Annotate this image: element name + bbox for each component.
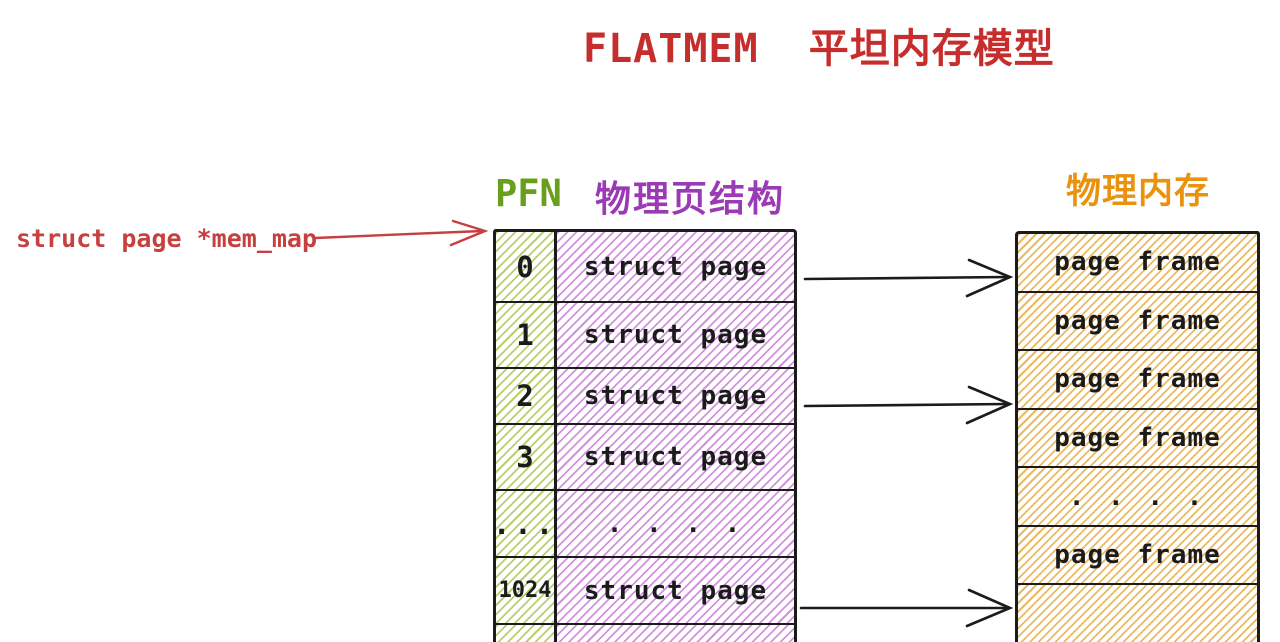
pfn-cell: ... xyxy=(493,491,557,556)
mapping-arrow-icon xyxy=(803,385,1014,425)
mem-map-arrow-icon xyxy=(313,219,489,247)
table-row: 3 struct page xyxy=(496,425,794,491)
table-row: 1 struct page xyxy=(496,303,794,369)
mapping-arrow-icon xyxy=(803,258,1014,298)
pfn-cell: 0 xyxy=(496,232,557,301)
page-frame-cell: page frame xyxy=(1018,351,1257,410)
table-row: ... . . . . xyxy=(493,491,794,558)
table-row: 2 struct page xyxy=(496,369,794,425)
struct-page-cell: struct page xyxy=(557,558,794,623)
table-row: 0 struct page xyxy=(496,232,794,303)
page-frame-cell: page frame xyxy=(1018,526,1257,586)
pfn-cell: 3 xyxy=(496,425,557,489)
mem-map-label: struct page *mem_map xyxy=(16,224,318,253)
page-frame-cell: page frame xyxy=(1018,234,1257,293)
physical-memory-header: 物理内存 xyxy=(1066,172,1211,212)
pfn-cell xyxy=(496,625,557,642)
struct-page-cell: struct page xyxy=(557,303,794,367)
page-frame-cell: page frame xyxy=(1018,292,1257,352)
pfn-cell: 2 xyxy=(496,369,557,423)
table-row: 1024 struct page xyxy=(496,558,794,625)
pfn-cell: 1024 xyxy=(496,558,557,623)
page-struct-table: 0 struct page 1 struct page 2 struct pag… xyxy=(493,229,797,642)
table-row xyxy=(496,625,794,642)
pfn-header: PFN xyxy=(495,172,562,215)
physical-memory-table: page frame page frame page frame page fr… xyxy=(1015,231,1260,642)
page-struct-header: 物理页结构 xyxy=(595,179,786,220)
struct-page-cell: struct page xyxy=(557,369,794,423)
struct-page-cell xyxy=(557,625,794,642)
struct-page-cell: struct page xyxy=(557,425,794,489)
page-frame-cell: page frame xyxy=(1018,409,1257,469)
struct-page-cell: struct page xyxy=(557,232,794,301)
mapping-arrow-icon xyxy=(799,588,1014,628)
struct-page-cell: . . . . xyxy=(557,491,794,556)
pfn-cell: 1 xyxy=(496,303,557,367)
page-frame-cell: . . . . xyxy=(1018,468,1257,527)
diagram-title: FLATMEM 平坦内存模型 xyxy=(583,26,1055,72)
page-frame-cell xyxy=(1018,585,1257,642)
